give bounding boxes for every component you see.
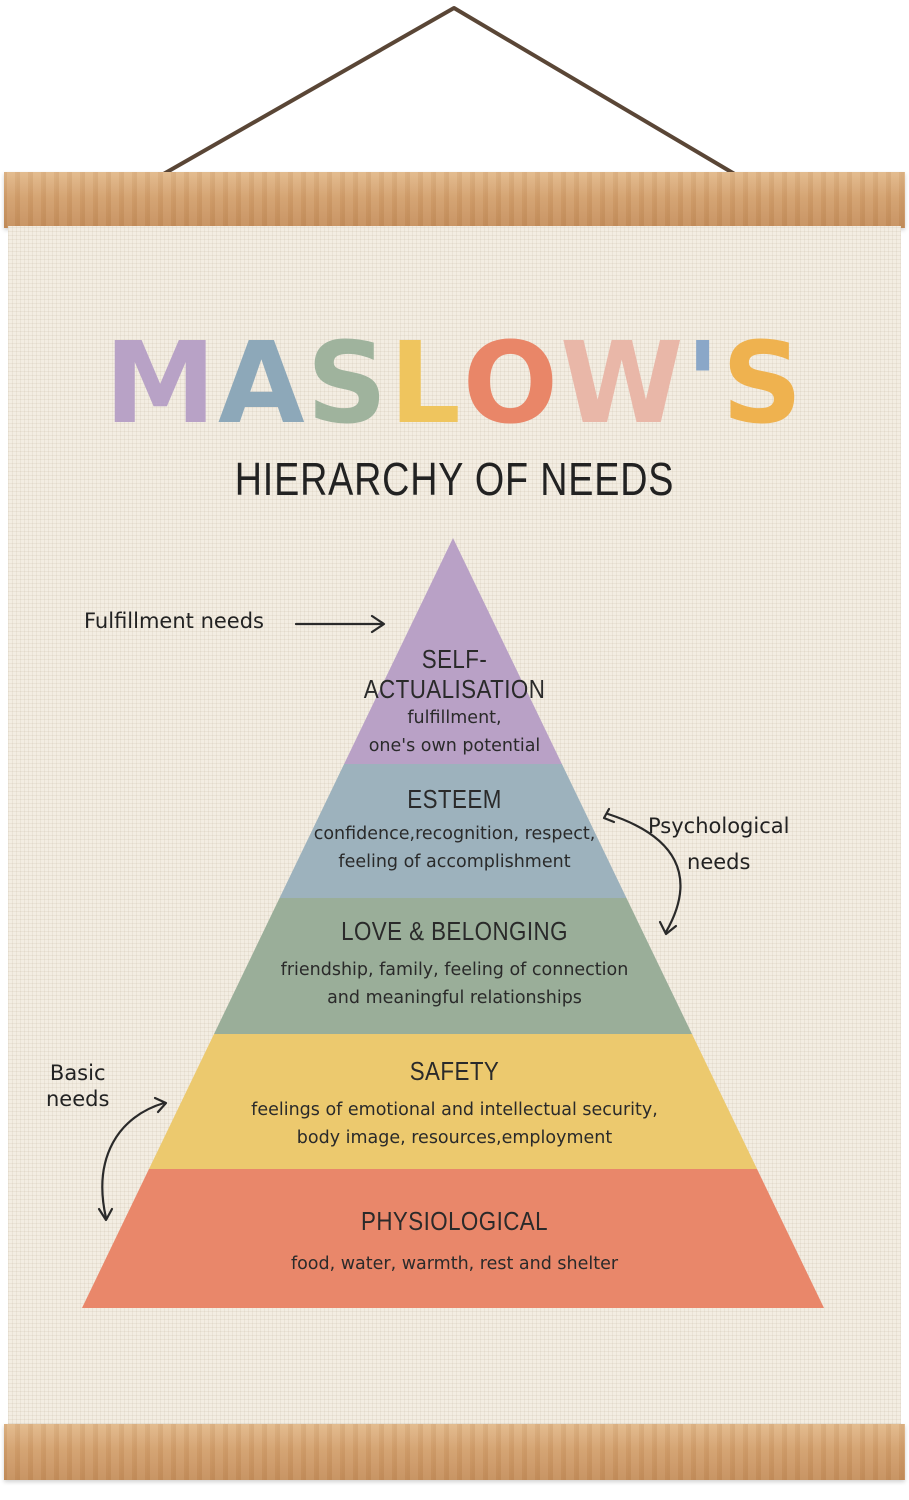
tier-physiological [82,1169,824,1308]
psychological-needs-label: Psychological needs [648,814,790,874]
title-letter: S [721,319,805,449]
poster-canvas: MASLOW'S HIERARCHY OF NEEDS SELF-ACTUALI… [8,226,901,1424]
tier-safety [148,1034,758,1169]
title-letter: A [217,319,307,449]
basic-needs-label: Basic needs [46,1061,110,1111]
tier-title-safety: SAFETY [409,1056,500,1086]
hanging-cord [159,6,740,178]
title-letter: S [306,319,390,449]
tier-description-safety: feelings of emotional and intellectual s… [251,1100,658,1148]
tier-esteem [279,764,627,898]
tier-description-self-actualisation: fulfillment,one's own potential [368,708,541,756]
tier-description-esteem: confidence,recognition, respect,feeling … [313,824,596,872]
title-letter: W [559,319,686,449]
tier-title-physiological: PHYSIOLOGICAL [360,1206,549,1236]
tier-love-belonging [214,898,692,1034]
bottom-wood-rail [4,1424,905,1480]
title-letter: M [104,319,218,449]
tier-title-love-belonging: LOVE & BELONGING [341,916,568,946]
title-letter: ' [685,319,722,449]
title-letter: L [389,319,463,449]
tier-description-physiological: food, water, warmth, rest and shelter [290,1254,619,1274]
top-wood-rail [4,172,905,228]
poster-title: MASLOW'S [8,324,901,444]
poster-subtitle: HIERARCHY OF NEEDS [234,453,675,505]
tier-self-actualisation [344,538,562,764]
fulfillment-needs-label: Fulfillment needs [84,609,264,633]
tier-title-esteem: ESTEEM [407,784,502,814]
needs-pyramid [82,538,824,1308]
title-letter: O [462,319,560,449]
tier-title-self-actualisation: SELF-ACTUALISATION [363,644,546,704]
tier-description-love-belonging: friendship, family, feeling of connectio… [280,960,629,1008]
